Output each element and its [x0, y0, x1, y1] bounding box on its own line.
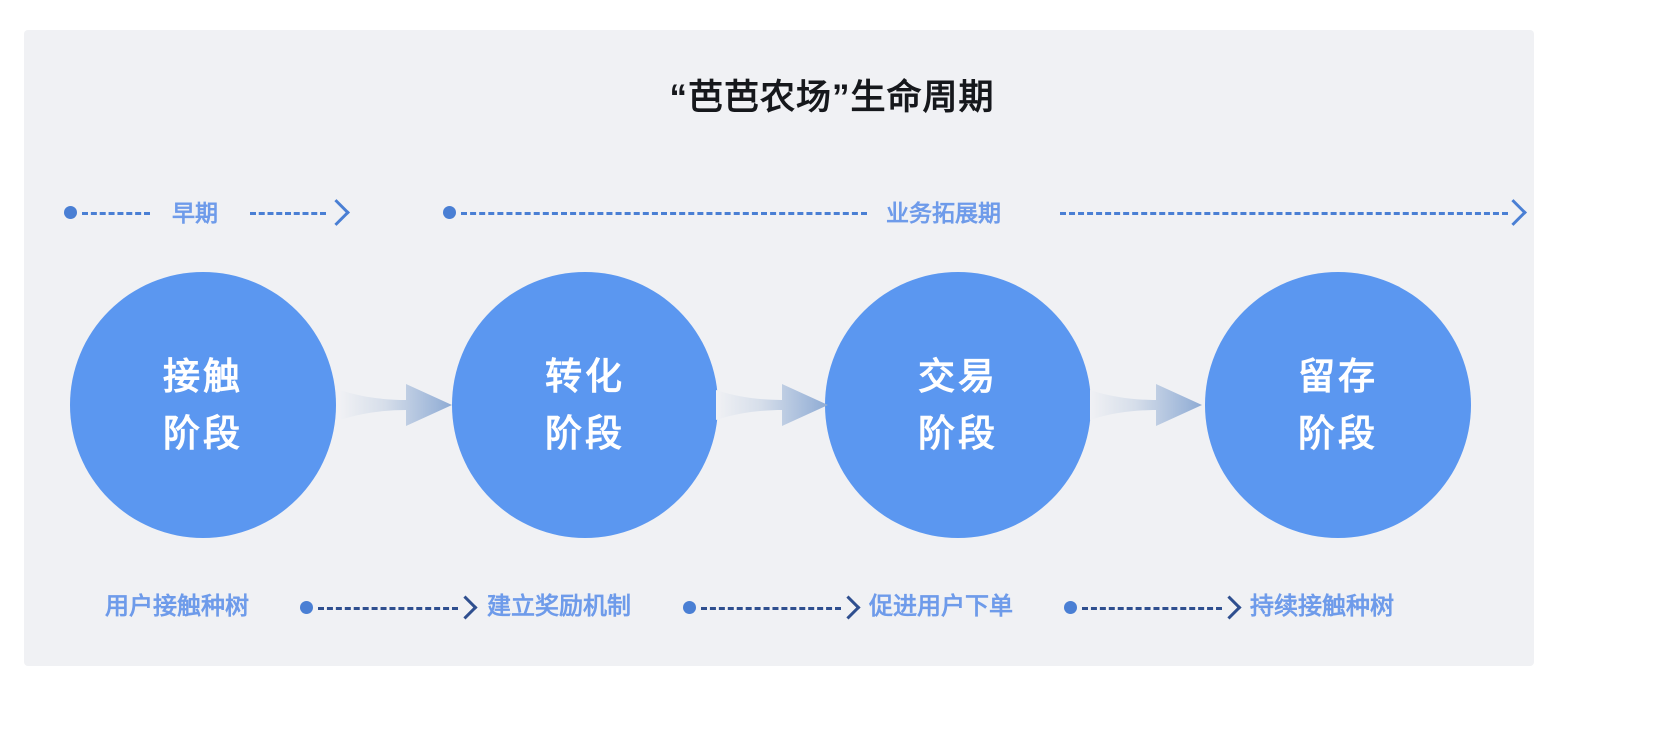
stage-circle-2[interactable]: 转化 阶段	[452, 272, 718, 538]
action-3-dash	[1082, 607, 1222, 610]
phase-2-label: 业务拓展期	[886, 200, 1001, 226]
page-title: “芭芭农场”生命周期	[669, 78, 995, 117]
action-3-arrow-right-icon	[1217, 595, 1242, 620]
flow-arrow-1-thick-arrow-right-icon	[340, 384, 452, 426]
action-4-label: 持续接触种树	[1250, 593, 1394, 620]
stage-circle-1[interactable]: 接触 阶段	[70, 272, 336, 538]
stage-2-line1: 转化	[545, 356, 625, 397]
action-2-dot	[683, 601, 696, 614]
phase-1-label: 早期	[172, 200, 218, 226]
action-1-label: 用户接触种树	[105, 593, 249, 620]
phase-timeline: 早期 业务拓展期	[0, 190, 1664, 236]
action-1-dash	[318, 607, 458, 610]
phase-1-start-dot	[64, 206, 77, 219]
stage-1-line2: 阶段	[163, 413, 243, 454]
phase-1-dash-left	[82, 212, 150, 215]
action-1-dot	[300, 601, 313, 614]
stage-circle-3[interactable]: 交易 阶段	[825, 272, 1091, 538]
action-2-dash	[701, 607, 841, 610]
action-2-label: 建立奖励机制	[487, 593, 631, 620]
phase-1-arrow-right-icon	[323, 199, 350, 226]
stage-3-line1: 交易	[918, 356, 998, 397]
phase-1-dash-right	[250, 212, 326, 215]
stage-4-line2: 阶段	[1298, 413, 1378, 454]
stage-3-line2: 阶段	[918, 413, 998, 454]
action-3-label: 促进用户下单	[869, 593, 1013, 620]
stage-4-line1: 留存	[1298, 356, 1378, 397]
stage-1-line1: 接触	[163, 356, 243, 397]
phase-2-start-dot	[443, 206, 456, 219]
phase-2-arrow-right-icon	[1500, 199, 1527, 226]
flow-arrow-3-thick-arrow-right-icon	[1090, 384, 1202, 426]
phase-2-dash-left	[461, 212, 867, 215]
flow-arrow-2-thick-arrow-right-icon	[716, 384, 828, 426]
action-3-dot	[1064, 601, 1077, 614]
phase-2-dash-right	[1060, 212, 1508, 215]
action-track: 用户接触种树 建立奖励机制 促进用户下单 持续接触种树	[0, 584, 1664, 630]
action-2-arrow-right-icon	[836, 595, 861, 620]
action-1-arrow-right-icon	[453, 595, 478, 620]
stage-circle-4[interactable]: 留存 阶段	[1205, 272, 1471, 538]
stage-2-line2: 阶段	[545, 413, 625, 454]
